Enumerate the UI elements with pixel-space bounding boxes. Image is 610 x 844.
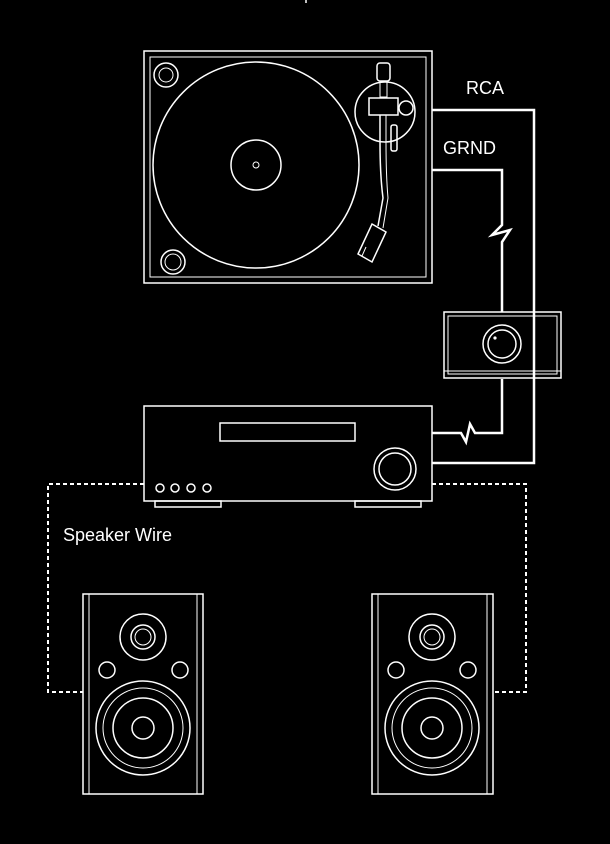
speaker-wire-right [432, 483, 527, 693]
right-speaker-woofer-surround [391, 687, 473, 769]
amplifier-volume-knob-inner [378, 452, 412, 486]
right-speaker-woofer-frame [384, 680, 480, 776]
left-speaker [82, 593, 204, 795]
amplifier-foot-left [154, 500, 222, 508]
left-speaker-tweeter-dome [134, 628, 152, 646]
left-speaker-dust-cap [131, 716, 155, 740]
tonearm-counterweight-shaft [379, 80, 388, 98]
turntable-platter [152, 61, 360, 269]
amplifier-body [143, 405, 433, 502]
right-speaker-woofer-cone [401, 697, 463, 759]
right-speaker-tweeter-ring [408, 613, 456, 661]
tonearm-headshell [357, 222, 387, 264]
amplifier [143, 405, 433, 508]
preamp-body [443, 311, 562, 379]
right-speaker-dust-cap [420, 716, 444, 740]
preamp-inner-frame [447, 315, 558, 375]
tonearm-edge [382, 115, 389, 229]
left-speaker-woofer-cone [112, 697, 174, 759]
headshell-finger-lift [361, 246, 367, 257]
right-speaker-cabinet [371, 593, 494, 795]
amplifier-button-2 [170, 483, 180, 493]
right-speaker-tweeter-dome [423, 628, 441, 646]
left-speaker-port-right [171, 661, 189, 679]
grnd-label: GRND [443, 138, 496, 158]
left-speaker-tweeter-ring [119, 613, 167, 661]
amplifier-display [219, 422, 356, 442]
rca-cable [432, 108, 536, 465]
left-speaker-port-left [98, 661, 116, 679]
tonearm-pivot [368, 97, 399, 116]
left-speaker-woofer-surround [102, 687, 184, 769]
amplifier-button-4 [202, 483, 212, 493]
turntable-spindle [252, 161, 260, 169]
tonearm-lift-knob [398, 100, 414, 116]
right-speaker-port-right [459, 661, 477, 679]
amplifier-volume-knob-icon [373, 447, 417, 491]
turntable-inner-frame [149, 56, 427, 278]
tonearm [377, 115, 384, 227]
left-speaker-woofer-frame [95, 680, 191, 776]
amplifier-foot-right [354, 500, 422, 508]
ground-cable-upper [432, 168, 513, 312]
amplifier-button-3 [186, 483, 196, 493]
left-speaker-tweeter [130, 624, 156, 650]
tonearm-base [354, 81, 416, 143]
preamp-knob-indicator [493, 336, 497, 340]
preamp-volume-knob-inner [487, 329, 517, 359]
right-speaker-tweeter [419, 624, 445, 650]
preamp-volume-knob-icon [482, 324, 522, 364]
tonearm-rest [390, 124, 398, 152]
speaker-wire-label: Speaker Wire [63, 525, 172, 545]
turntable-corner-knob-bottom-inner [164, 253, 182, 271]
turntable-plinth [143, 50, 433, 284]
phono-preamp [443, 311, 562, 379]
turntable-corner-knob-top [153, 62, 179, 88]
right-speaker-port-left [387, 661, 405, 679]
left-speaker-cabinet [82, 593, 204, 795]
right-speaker [371, 593, 494, 795]
turntable [143, 50, 433, 284]
speaker-wire-left [47, 483, 144, 693]
turntable-corner-knob-top-inner [158, 67, 174, 83]
rca-label: RCA [466, 78, 504, 98]
amplifier-button-1 [155, 483, 165, 493]
turntable-record-label [230, 139, 282, 191]
turntable-corner-knob-bottom [160, 249, 186, 275]
ground-cable-lower [432, 379, 504, 446]
